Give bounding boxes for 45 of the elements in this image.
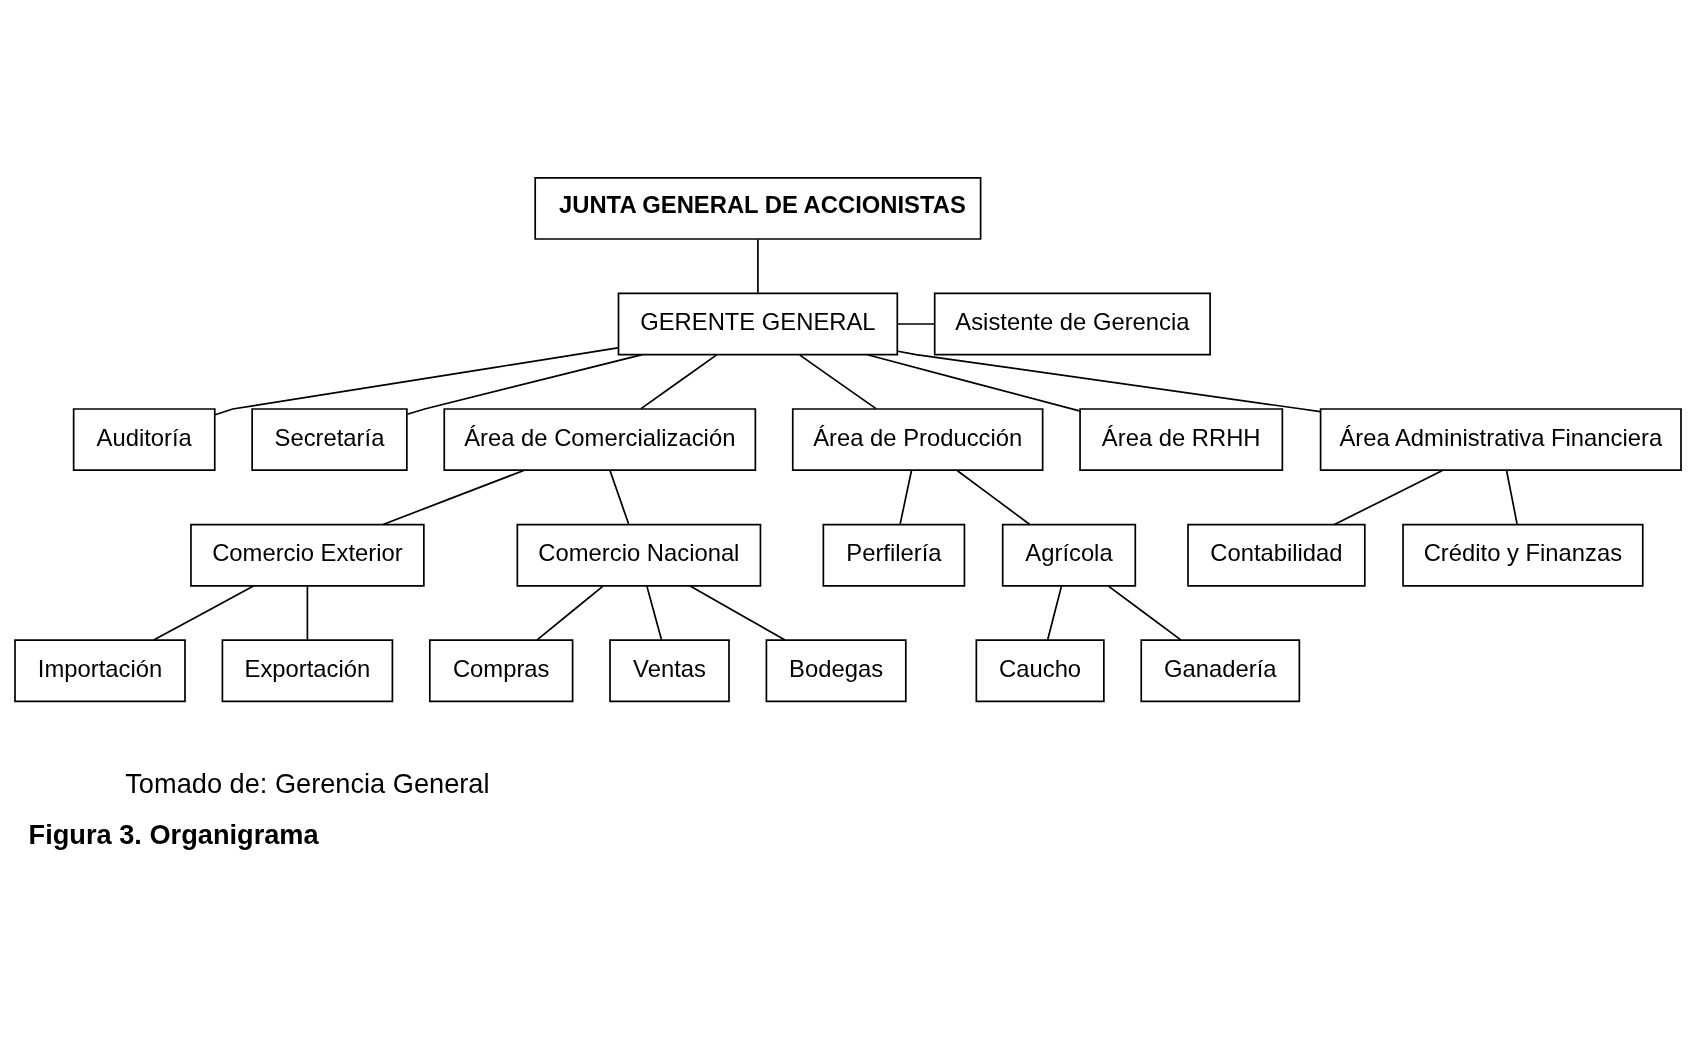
node-box: JUNTA GENERAL DE ACCIONISTAS xyxy=(534,176,982,240)
node-box: Perfilería xyxy=(822,523,966,587)
connector xyxy=(1046,585,1063,640)
node-box: Agrícola xyxy=(1001,523,1137,587)
connector xyxy=(152,584,255,641)
connector xyxy=(306,585,309,640)
node-box: Secretaría xyxy=(251,407,408,471)
connector xyxy=(214,346,619,416)
connector xyxy=(1107,585,1182,641)
connector xyxy=(956,469,1031,525)
connector xyxy=(897,349,1322,413)
connector xyxy=(799,353,877,409)
node-box: Bodegas xyxy=(765,638,907,702)
node-box: Contabilidad xyxy=(1187,523,1366,587)
connector xyxy=(866,353,1081,412)
connector xyxy=(536,585,604,641)
connector xyxy=(757,238,759,293)
connector xyxy=(689,584,786,641)
connector xyxy=(640,353,718,409)
label: Tomado de: Gerencia General xyxy=(125,767,490,799)
node-box: Área de RRHH xyxy=(1079,407,1284,471)
node-box: Auditoría xyxy=(72,407,216,471)
connector xyxy=(406,353,644,415)
node-box: Área Administrativa Financiera xyxy=(1319,407,1682,471)
connector xyxy=(646,585,663,640)
node-box: Área de Comercialización xyxy=(443,407,757,471)
node-box: Asistente de Gerencia xyxy=(933,292,1211,355)
node-box: Compras xyxy=(428,638,574,702)
node-box: GERENTE GENERAL xyxy=(617,292,899,355)
node-box: Importación xyxy=(14,638,186,702)
node-box: Comercio Nacional xyxy=(516,523,762,587)
connector xyxy=(609,469,630,525)
node-box: Crédito y Finanzas xyxy=(1402,523,1644,587)
connector xyxy=(1505,469,1518,525)
node-box: Ganadería xyxy=(1140,638,1301,702)
node-box: Exportación xyxy=(221,638,394,702)
node-box: Área de Producción xyxy=(791,407,1044,471)
connector xyxy=(896,322,936,325)
connector xyxy=(899,469,913,525)
connector xyxy=(382,469,525,525)
node-box: Comercio Exterior xyxy=(190,523,425,587)
caption: Figura 3. Organigrama xyxy=(28,818,319,850)
connector xyxy=(1333,469,1444,525)
node-box: Caucho xyxy=(975,638,1105,702)
node-box: Ventas xyxy=(609,638,730,702)
